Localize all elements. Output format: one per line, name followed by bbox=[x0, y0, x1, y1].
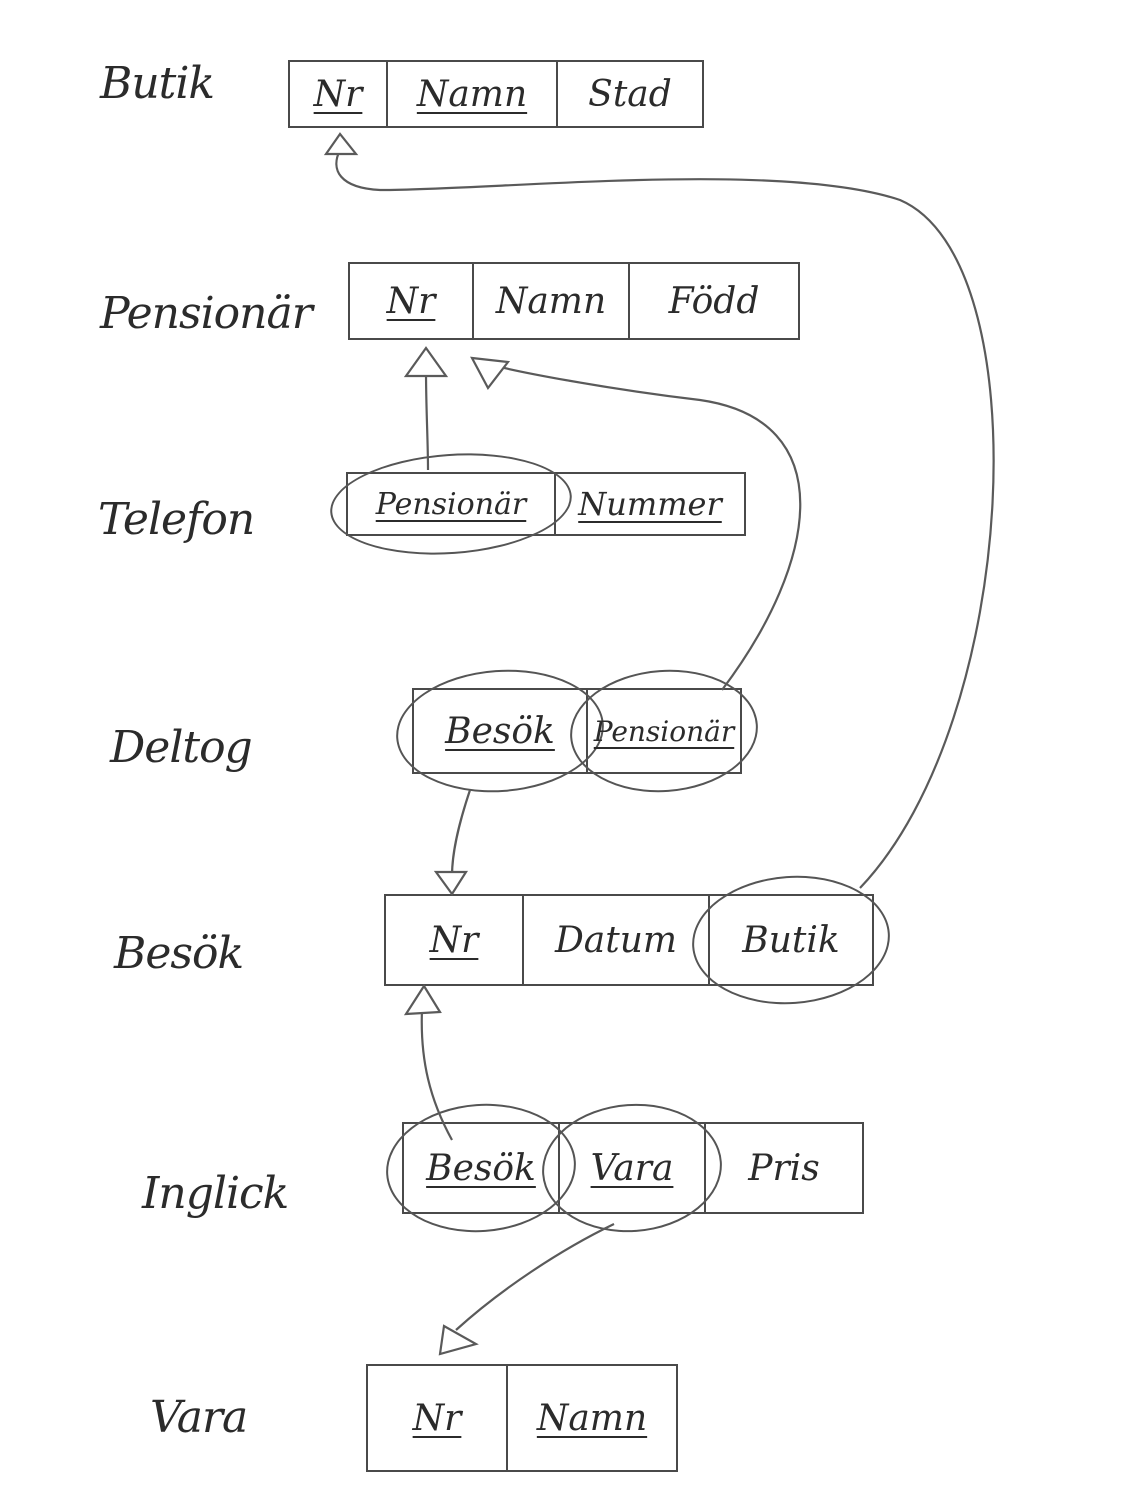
telefon-column-pensionar: Pensionär bbox=[348, 474, 556, 534]
arrowhead-besok-nr-inglick bbox=[403, 983, 442, 1016]
relation-table-telefon: Pensionär Nummer bbox=[346, 472, 746, 536]
arrowhead-pensionar-nr-telefon bbox=[403, 346, 449, 378]
pensionar-column-fodd: Född bbox=[668, 280, 760, 322]
relation-table-inglick: Besök Vara Pris bbox=[402, 1122, 864, 1214]
besok-column-datum: Datum bbox=[524, 896, 710, 984]
relation-name-vara: Vara bbox=[150, 1392, 248, 1443]
vara-column-nr: Nr bbox=[368, 1366, 508, 1470]
relation-table-besok: Nr Datum Butik bbox=[384, 894, 874, 986]
relation-name-deltog: Deltog bbox=[110, 722, 253, 773]
vara-column-namn: Namn bbox=[536, 1397, 648, 1439]
arrowhead-pensionar-nr-deltog bbox=[470, 356, 511, 391]
besok-column-butik: Butik bbox=[710, 896, 872, 984]
pensionar-column-nr: Nr bbox=[350, 264, 474, 338]
telefon-column-nummer: Nummer bbox=[578, 485, 722, 523]
deltog-column-besok: Besök bbox=[414, 690, 588, 772]
relation-table-pensionar: Nr Namn Född bbox=[348, 262, 800, 340]
relation-name-telefon: Telefon bbox=[98, 494, 255, 545]
relation-name-besok: Besök bbox=[114, 928, 244, 979]
deltog-column-pensionar: Pensionär bbox=[588, 690, 740, 772]
inglick-column-vara: Vara bbox=[560, 1124, 706, 1212]
butik-column-namn: Namn bbox=[388, 62, 558, 126]
arrowhead-vara-nr bbox=[438, 1324, 479, 1356]
besok-column-nr: Nr bbox=[386, 896, 524, 984]
relation-name-butik: Butik bbox=[100, 58, 215, 109]
arrow-deltog-to-besok-nr bbox=[450, 789, 472, 877]
relation-name-pensionar: Pensionär bbox=[100, 288, 313, 339]
butik-column-nr: Nr bbox=[290, 62, 388, 126]
arrow-telefon-to-pensionar-nr bbox=[424, 369, 430, 471]
inglick-column-besok: Besök bbox=[404, 1124, 560, 1212]
relation-table-vara: Nr Namn bbox=[366, 1364, 678, 1472]
arrowhead-butik-nr bbox=[323, 132, 359, 156]
arrowhead-besok-nr-deltog bbox=[433, 870, 469, 896]
butik-column-stad: Stad bbox=[588, 73, 672, 115]
relation-table-deltog: Besök Pensionär bbox=[412, 688, 742, 774]
relation-name-inglick: Inglick bbox=[142, 1168, 289, 1219]
pensionar-column-namn: Namn bbox=[474, 264, 630, 338]
relation-table-butik: Nr Namn Stad bbox=[288, 60, 704, 128]
inglick-column-pris: Pris bbox=[748, 1147, 820, 1189]
arrow-inglick-to-vara-nr bbox=[455, 1223, 615, 1331]
